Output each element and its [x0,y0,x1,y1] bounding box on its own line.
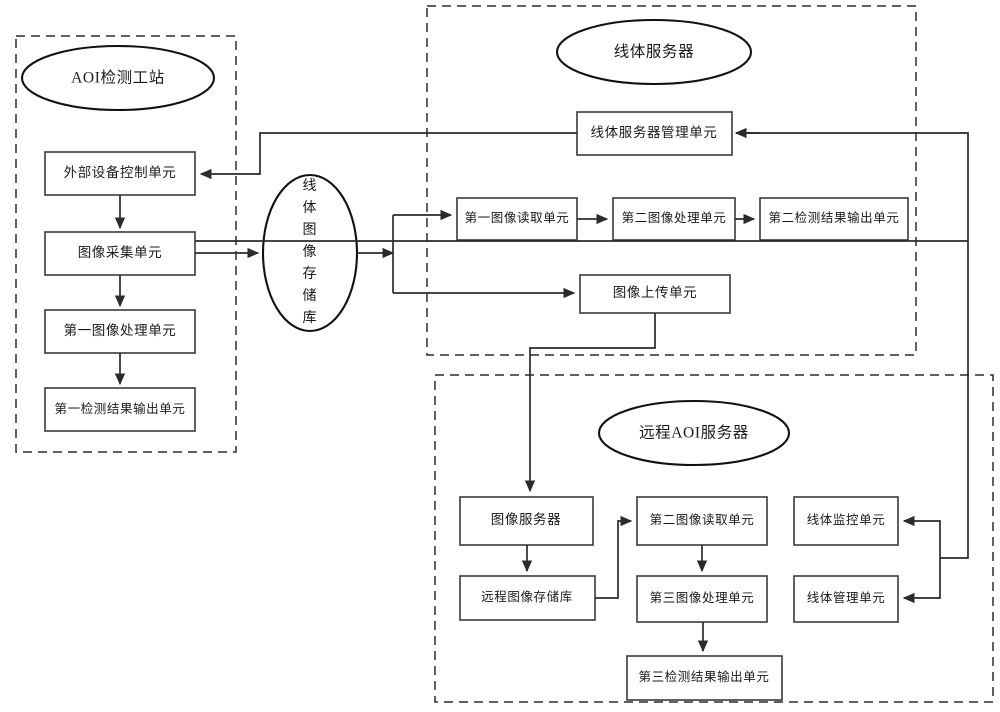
node-remote-image-storage-label: 远程图像存储库 [481,589,573,604]
node-third-detection-result-output-unit[interactable] [626,655,783,701]
node-second-image-read-unit[interactable] [636,496,768,546]
node-first-detection-result-output-unit-label: 第一检测结果输出单元 [54,401,185,416]
node-line-monitoring-unit-label: 线体监控单元 [807,513,886,527]
edge-servermgmt-to-extctrl [199,132,577,180]
node-first-image-processing-unit[interactable] [44,309,196,354]
group-frame-aoi-station [15,35,237,453]
node-line-management-unit[interactable] [793,575,899,623]
node-aoi-station-label: AOI检测工站 [71,69,165,87]
node-third-image-processing-unit[interactable] [636,575,768,623]
node-line-server-ellipse[interactable] [555,18,753,86]
edge-trunk-to-linemonitor [902,515,941,558]
node-external-device-control-unit-label: 外部设备控制单元 [64,164,177,180]
node-second-detection-result-output-unit-label: 第二检测结果输出单元 [768,210,899,225]
node-first-image-processing-unit-label: 第一图像处理单元 [64,322,177,338]
edge-imgupload-to-imgserver [524,313,656,493]
group-frame-remote-aoi [434,374,994,703]
node-line-server-label: 线体服务器 [614,43,695,61]
node-remote-image-storage[interactable] [459,575,596,621]
node-line-server-management-unit[interactable] [576,111,733,156]
edge-right-trunk [940,241,969,559]
node-first-image-read-unit-label: 第一图像读取单元 [465,211,570,225]
node-first-detection-result-output-unit[interactable] [44,387,196,432]
node-image-server-label: 图像服务器 [491,512,562,527]
node-remote-aoi-label: 远程AOI服务器 [639,424,749,442]
node-line-image-storage-label: 线体图像存储库 [303,178,318,326]
node-second-detection-result-output-unit[interactable] [759,197,909,241]
node-second-image-read-unit-label: 第二图像读取单元 [650,513,755,527]
node-third-image-processing-unit-label: 第三图像处理单元 [650,591,755,605]
node-line-monitoring-unit[interactable] [793,496,899,546]
node-image-upload-unit[interactable] [579,274,731,314]
node-line-server-management-unit-label: 线体服务器管理单元 [591,125,718,140]
node-image-upload-unit-label: 图像上传单元 [613,285,698,300]
node-image-server[interactable] [459,496,594,546]
node-aoi-station-ellipse[interactable] [20,44,216,112]
edge-remotestore-to-imgread2 [595,515,633,599]
group-frame-line-server [426,5,917,356]
node-image-acquisition-unit-label: 图像采集单元 [78,245,163,260]
edge-imgacq-to-servermgmt-route [195,132,969,242]
node-first-image-read-unit[interactable] [456,197,578,241]
node-line-management-unit-label: 线体管理单元 [807,590,886,605]
node-second-image-processing-unit-label: 第二图像处理单元 [622,211,727,225]
node-third-detection-result-output-unit-label: 第三检测结果输出单元 [638,669,769,684]
edge-trunk-to-linemgmt [902,558,941,604]
node-remote-aoi-ellipse[interactable] [597,399,791,467]
